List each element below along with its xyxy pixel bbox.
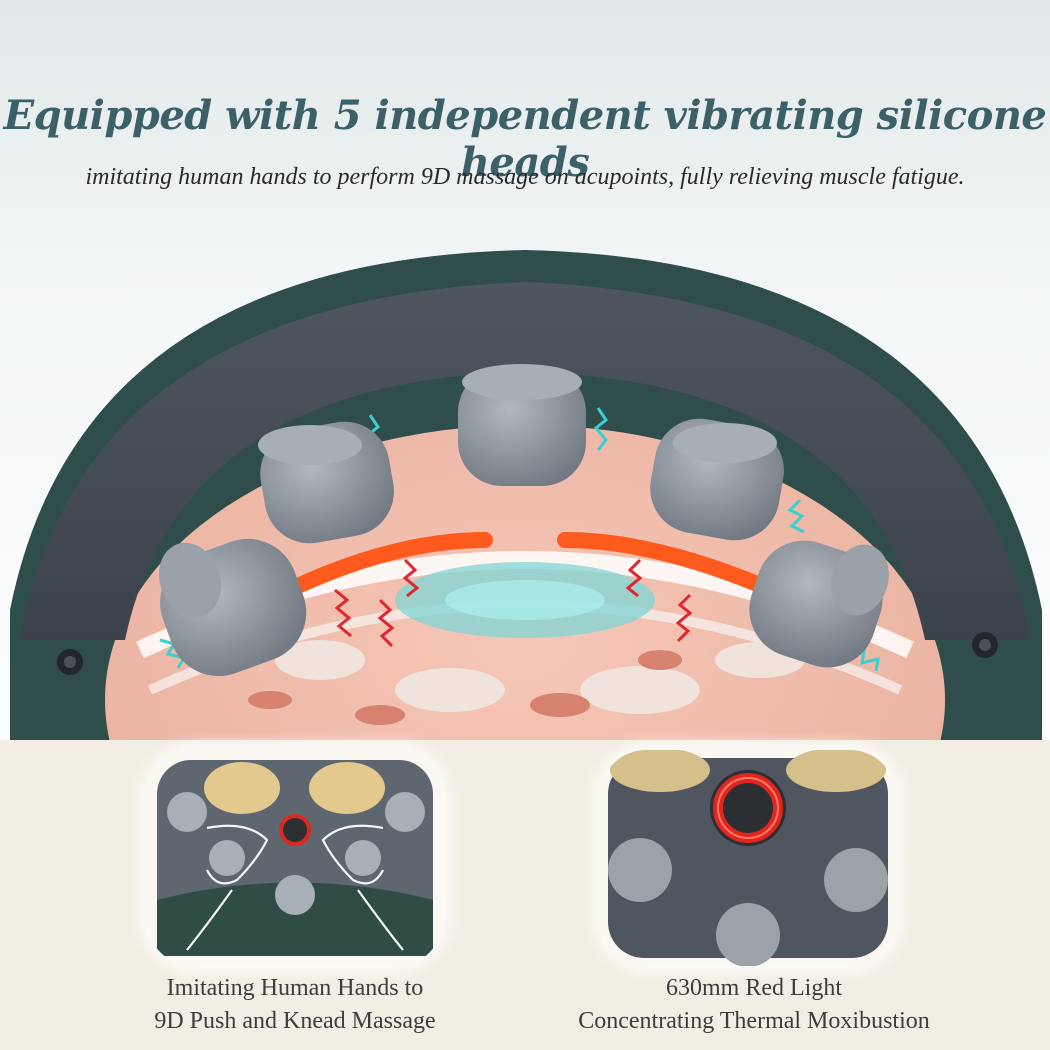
hands-massage-caption-line2: 9D Push and Knead Massage: [154, 1008, 436, 1034]
hero-section: Equipped with 5 independent vibrating si…: [0, 0, 1050, 740]
heat-penetration-arrows: [334, 558, 693, 648]
red-light-caption-line2: Concentrating Thermal Moxibustion: [578, 1008, 930, 1034]
red-light-caption-line1: 630mm Red Light: [666, 975, 842, 1001]
hands-massage-card: [147, 750, 443, 966]
silicone-head-3: [458, 364, 586, 486]
left-heat-pad-icon: [204, 762, 280, 814]
hand-outline-icon: [186, 824, 404, 951]
neck-massager-illustration: [10, 250, 1042, 740]
headline: Equipped with 5 independent vibrating si…: [3, 92, 1047, 186]
red-light-card: [600, 750, 896, 966]
silicone-head-1: [158, 538, 307, 677]
silicone-head-4: [650, 418, 784, 541]
hands-massage-caption-line1: Imitating Human Hands to: [166, 975, 424, 1001]
subheadline: imitating human hands to perform 9D mass…: [85, 164, 965, 190]
red-light-ring-closeup-image: [608, 750, 888, 966]
feature-section: Imitating Human Hands to 9D Push and Kne…: [0, 740, 1050, 1050]
red-light-caption: 630mm Red Light Concentrating Thermal Mo…: [544, 972, 964, 1038]
hands-massage-closeup-image: [157, 760, 433, 956]
device-inner-band: [20, 282, 1030, 640]
silicone-head-5: [749, 540, 889, 668]
right-heat-pad-icon: [309, 762, 385, 814]
silicone-head-2: [258, 421, 394, 544]
red-light-icon: [279, 814, 311, 846]
left-heat-pad: [292, 532, 493, 593]
right-heat-pad: [557, 532, 768, 593]
hands-massage-caption: Imitating Human Hands to 9D Push and Kne…: [85, 972, 505, 1038]
silicone-heads: [158, 364, 889, 677]
